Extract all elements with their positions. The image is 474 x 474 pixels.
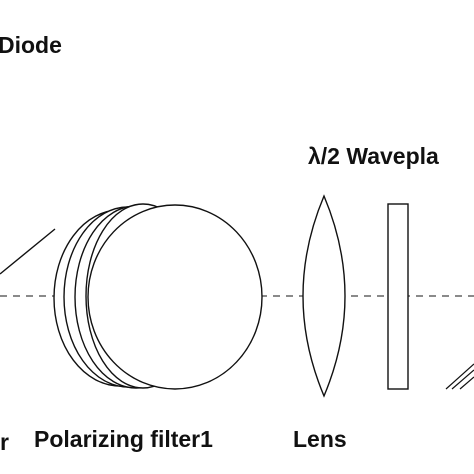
mirror-line [0,228,56,275]
waveplate-shape [387,203,409,390]
left-cut-label: r [0,429,9,455]
waveplate-label: λ/2 Wavepla [308,143,439,169]
polarizing-filter-label: Polarizing filter1 [34,426,213,452]
partial-component-right [445,363,474,390]
lens-label: Lens [293,426,347,452]
filter-disc-front [87,204,263,390]
polarizing-filter-stack [53,203,263,390]
lens-shape [302,194,346,398]
diode-label: Diode [0,32,62,58]
